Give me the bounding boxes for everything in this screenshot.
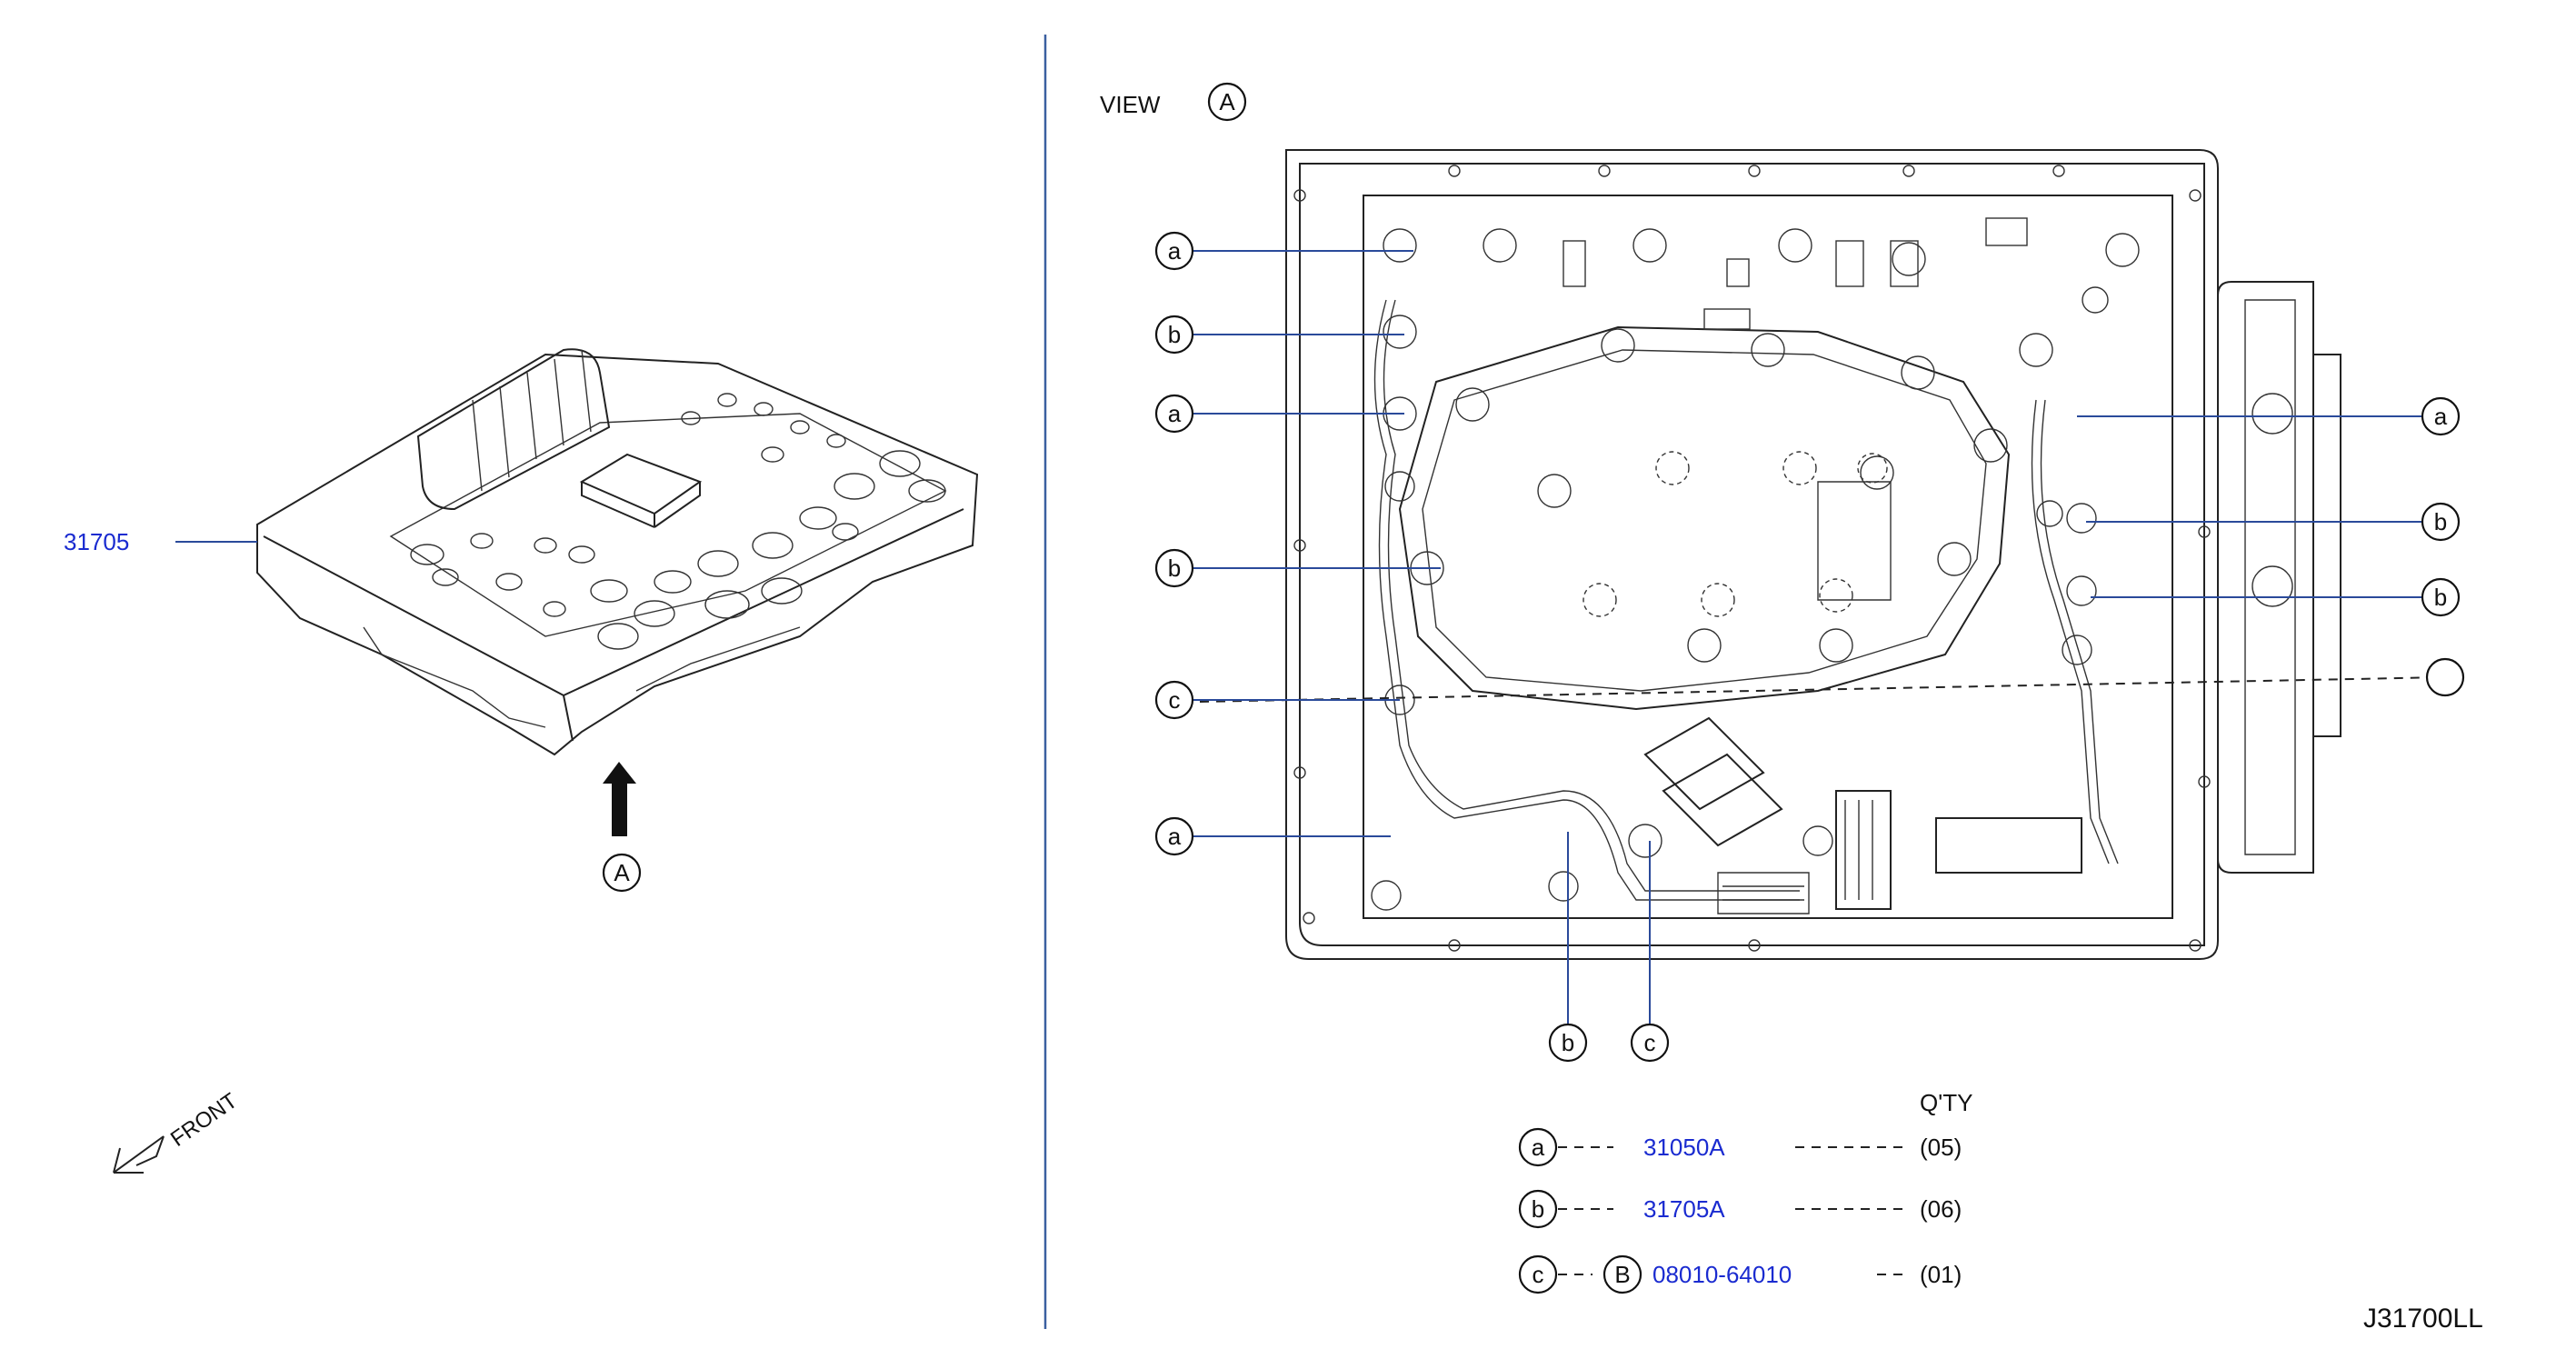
callout-b-2-label: b (1168, 555, 1181, 582)
callout-c-1[interactable] (1630, 1023, 1670, 1063)
callout-partial-right[interactable] (2425, 657, 2465, 697)
callout-b-4-label: b (2434, 508, 2447, 535)
qty-header: Q'TY (1920, 1089, 1972, 1116)
front-label: FRONT (166, 1088, 242, 1152)
part-number-31705[interactable]: 31705 (64, 528, 129, 555)
diagram-code: J31700LL (2363, 1304, 2483, 1334)
callout-c-partial-left-label: c (1169, 686, 1181, 714)
callout-a-3-label: a (1168, 823, 1182, 850)
qty-row-b: b 31705A (06) (1518, 1189, 1962, 1229)
callout-a-1[interactable] (1154, 231, 1194, 271)
callout-a-4-label: a (2434, 403, 2448, 430)
svg-text:a: a (1532, 1134, 1545, 1161)
callout-c-1-label: c (1644, 1029, 1656, 1056)
qty-row-c: c B 08010-64010 (01) (1518, 1254, 1962, 1294)
callout-b-5[interactable] (2421, 577, 2461, 617)
view-marker-circle-left (602, 853, 642, 893)
ref-B: B (1614, 1261, 1630, 1288)
callout-b-1-label: b (1168, 321, 1181, 348)
callout-a-2[interactable] (1154, 394, 1194, 434)
view-marker-circle-right (1207, 82, 1247, 122)
callout-b-2[interactable] (1154, 548, 1194, 588)
part-31050A[interactable]: 31050A (1643, 1134, 1725, 1161)
callout-a-2-label: a (1168, 400, 1182, 427)
qty-a: (05) (1920, 1134, 1962, 1161)
view-marker-left: A (614, 859, 630, 886)
callout-a-3[interactable] (1154, 816, 1194, 856)
qty-c: (01) (1920, 1261, 1962, 1288)
callout-a-4[interactable] (2421, 396, 2461, 436)
callout-b-4[interactable] (2421, 502, 2461, 542)
view-marker-right: A (1219, 88, 1235, 115)
svg-text:c: c (1533, 1261, 1544, 1288)
callout-b-3-label: b (1562, 1029, 1574, 1056)
part-08010-64010[interactable]: 08010-64010 (1652, 1261, 1792, 1288)
callout-b-5-label: b (2434, 584, 2447, 611)
svg-text:b: b (1532, 1195, 1544, 1223)
section-line (1199, 676, 2446, 703)
valve-body-bottom-view (1199, 149, 2446, 960)
callout-b-1[interactable] (1154, 315, 1194, 355)
view-direction-arrow (603, 762, 636, 836)
callout-b-3[interactable] (1548, 1023, 1588, 1063)
qty-row-a: a 31050A (05) (1518, 1127, 1962, 1167)
valve-body-illustration (256, 348, 979, 756)
qty-b: (06) (1920, 1195, 1962, 1223)
callout-a-1-label: a (1168, 237, 1182, 265)
view-label: VIEW (1100, 91, 1161, 118)
front-arrow-icon (113, 1135, 165, 1174)
part-31705A[interactable]: 31705A (1643, 1195, 1725, 1223)
callout-c-partial-left[interactable] (1154, 680, 1194, 720)
